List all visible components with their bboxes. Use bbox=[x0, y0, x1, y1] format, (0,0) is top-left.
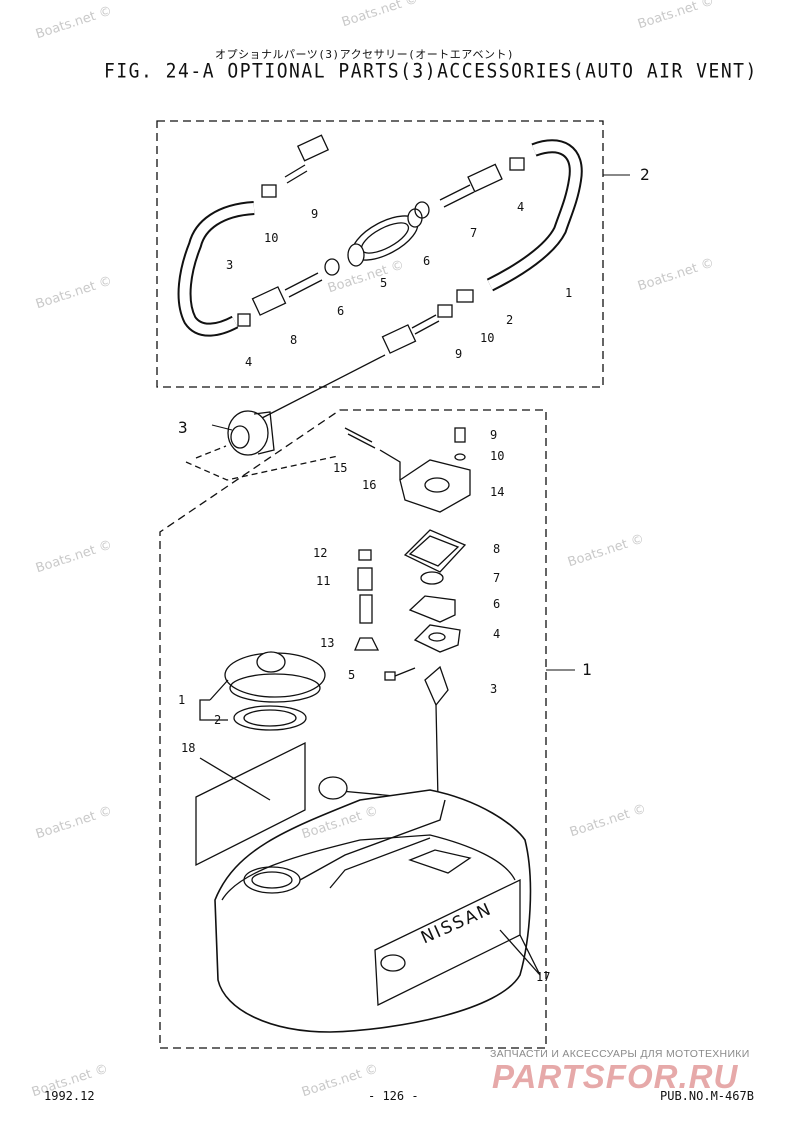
callout-hose-4a: 4 bbox=[517, 200, 525, 214]
callout-tank-18: 18 bbox=[181, 741, 196, 755]
promo-logo: PARTSFOR.RU bbox=[492, 1058, 739, 1095]
callout-hose-5: 5 bbox=[380, 276, 388, 290]
callout-tank-10: 10 bbox=[490, 449, 505, 463]
callout-tank-13: 13 bbox=[320, 636, 335, 650]
callout-hose-3: 3 bbox=[226, 258, 234, 272]
callout-tank-1: 1 bbox=[178, 693, 186, 707]
callout-hose-10a: 10 bbox=[264, 231, 279, 245]
callout-group-2: 2 bbox=[640, 165, 650, 184]
label-sheet bbox=[195, 741, 306, 867]
callout-tank-9: 9 bbox=[490, 428, 498, 442]
callout-tank-2: 2 bbox=[214, 713, 222, 727]
callout-hose-10b: 10 bbox=[480, 331, 495, 345]
title-japanese: オプショナルパーツ(3)アクセサリー(オートエアベント) bbox=[215, 48, 515, 61]
callout-hose-8: 8 bbox=[290, 333, 298, 347]
callout-hose-4b: 4 bbox=[245, 355, 253, 369]
callout-hose-6b: 6 bbox=[337, 304, 345, 318]
hose-3 bbox=[177, 201, 255, 337]
footer-date: 1992.12 bbox=[44, 1089, 95, 1103]
callout-hose-1: 1 bbox=[565, 286, 573, 300]
callout-hose-6a: 6 bbox=[423, 254, 431, 268]
tank-assembly-frame bbox=[159, 409, 547, 1049]
callout-group-1: 1 bbox=[582, 660, 592, 679]
page-title: FIG. 24-A OPTIONAL PARTS(3)ACCESSORIES(A… bbox=[104, 60, 758, 84]
callout-connector-3: 3 bbox=[178, 418, 188, 437]
callout-tank-17: 17 bbox=[536, 970, 551, 984]
callout-tank-4: 4 bbox=[493, 627, 501, 641]
vent-body-14 bbox=[399, 459, 471, 513]
callout-hose-7: 7 bbox=[470, 226, 478, 240]
callout-tank-16: 16 bbox=[362, 478, 377, 492]
callout-hose-2: 2 bbox=[506, 313, 514, 327]
callout-tank-8: 8 bbox=[493, 542, 501, 556]
callout-tank-15: 15 bbox=[333, 461, 348, 475]
callout-tank-5: 5 bbox=[348, 668, 356, 682]
promo-tagline: ЗАПЧАСТИ И АКСЕССУАРЫ ДЛЯ МОТОТЕХНИКИ bbox=[490, 1048, 750, 1060]
callout-tank-14: 14 bbox=[490, 485, 505, 499]
footer-publication-number: PUB.NO.M-467B bbox=[660, 1089, 754, 1103]
callout-tank-12: 12 bbox=[313, 546, 328, 560]
callout-hose-9a: 9 bbox=[311, 207, 319, 221]
callout-tank-7: 7 bbox=[493, 571, 501, 585]
callout-tank-11: 11 bbox=[316, 574, 331, 588]
footer-page-number: - 126 - bbox=[368, 1089, 419, 1103]
callout-hose-9b: 9 bbox=[455, 347, 463, 361]
callout-tank-6: 6 bbox=[493, 597, 501, 611]
fuel-tank bbox=[214, 789, 532, 1033]
callout-tank-3: 3 bbox=[490, 682, 498, 696]
